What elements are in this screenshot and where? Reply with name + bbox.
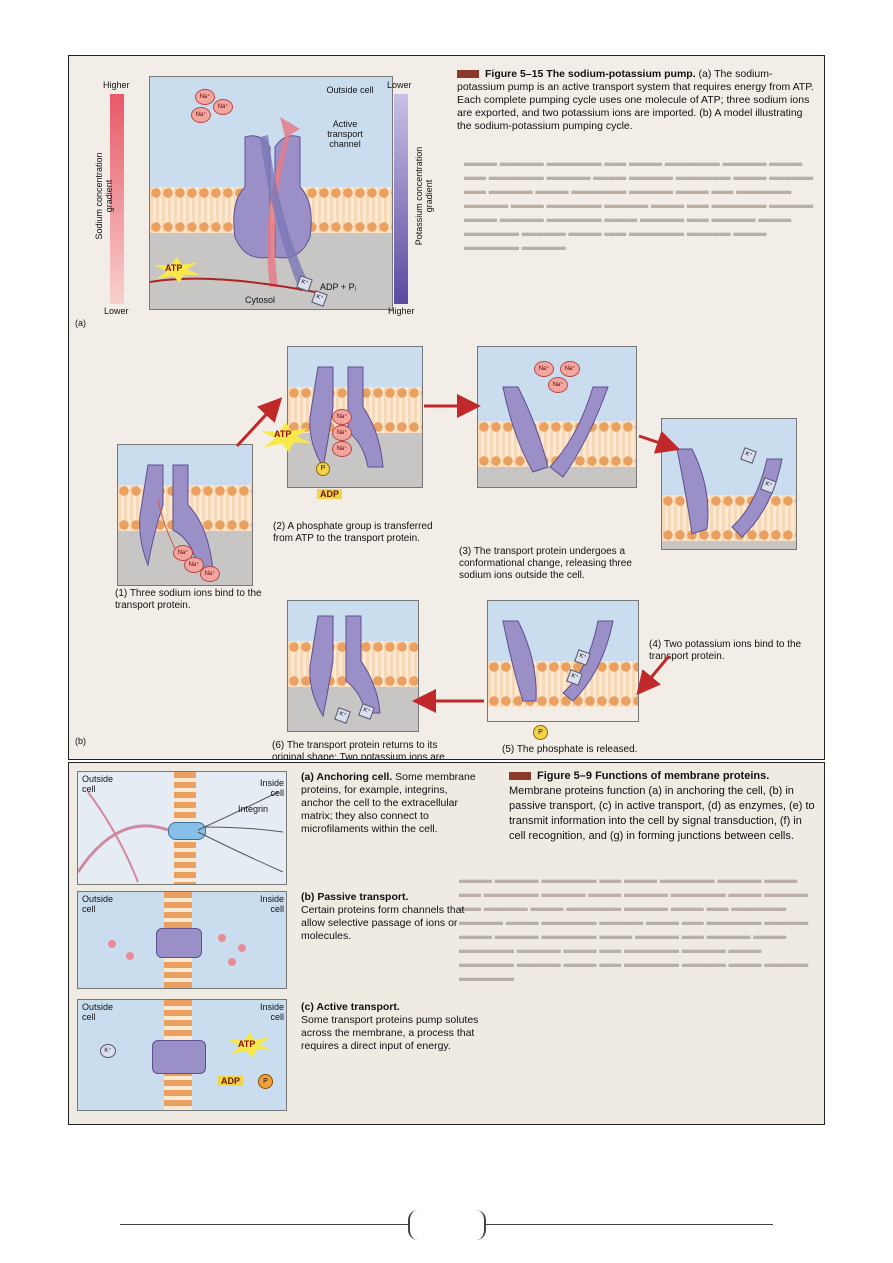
pump-protein xyxy=(152,1040,206,1074)
inside-cell-label: Inside cell xyxy=(248,894,284,914)
passive-transport-text: Certain proteins form channels that allo… xyxy=(301,904,464,942)
sodium-ion: Na⁺ xyxy=(560,361,580,377)
atp-label: ATP xyxy=(274,429,291,439)
step-3-caption: (3) The transport protein undergoes a co… xyxy=(459,546,634,582)
potassium-gradient-bar xyxy=(394,94,408,304)
sodium-ion: Na⁺ xyxy=(332,425,352,441)
ion xyxy=(108,940,116,948)
sodium-ion: Na⁺ xyxy=(548,377,568,393)
phosphate-circle: P xyxy=(258,1074,273,1089)
pump-scene: Na⁺ Na⁺ Na⁺ Outside cell Active transpor… xyxy=(149,76,393,310)
active-transport-title: (c) Active transport. xyxy=(301,1001,400,1013)
sodium-ion: Na⁺ xyxy=(213,99,233,115)
step-4-caption: (4) Two potassium ions bind to the trans… xyxy=(649,639,819,663)
inside-cell-label: Inside cell xyxy=(248,778,284,798)
ion xyxy=(218,934,226,942)
diagram-b: Na⁺ Na⁺ Na⁺ (1) Three sodium ions bind t… xyxy=(69,336,825,760)
figure-5-15-caption: Figure 5–15 The sodium-potassium pump. (… xyxy=(457,68,817,133)
step-3-protein xyxy=(478,347,636,487)
phosphate-circle: P xyxy=(316,462,330,476)
adp-pi-label: ADP + Pᵢ xyxy=(320,282,356,292)
outside-cell-label: Outside cell xyxy=(82,1002,122,1022)
step-5-scene: K⁺ K⁺ xyxy=(487,600,639,722)
sodium-ion: Na⁺ xyxy=(332,409,352,425)
passive-transport-title: (b) Passive transport. xyxy=(301,891,408,903)
step-2-protein xyxy=(288,347,422,487)
step-4-scene: K⁺ K⁺ xyxy=(661,418,797,550)
step-3-scene: Na⁺ Na⁺ Na⁺ xyxy=(477,346,637,488)
active-transport-caption: (c) Active transport. Some transport pro… xyxy=(301,1001,481,1053)
outside-cell-label: Outside cell xyxy=(82,774,122,794)
channel-protein xyxy=(156,928,202,958)
step-1-scene: Na⁺ Na⁺ Na⁺ xyxy=(117,444,253,586)
sodium-higher-label: Higher xyxy=(103,80,130,90)
active-transport-scene: Outside cell Inside cell K⁺ ATP ADP P xyxy=(77,999,287,1111)
sodium-gradient-label: Sodium concentration gradient xyxy=(94,141,114,251)
phosphate-circle: P xyxy=(533,725,548,740)
anchoring-caption: (a) Anchoring cell. Some membrane protei… xyxy=(301,771,481,836)
diagram-a: Higher Sodium concentration gradient Low… xyxy=(69,56,449,336)
potassium-lower-label: Lower xyxy=(387,80,412,90)
passive-transport-caption: (b) Passive transport. Certain proteins … xyxy=(301,891,481,943)
figure-5-15-title: Figure 5–15 The sodium-potassium pump. xyxy=(485,68,696,80)
step-2-scene: Na⁺ Na⁺ Na⁺ xyxy=(287,346,423,488)
potassium-gradient-label: Potassium concentration gradient xyxy=(414,141,434,251)
potassium-higher-label: Higher xyxy=(388,306,415,316)
inside-cell-label: Inside cell xyxy=(248,1002,284,1022)
ion xyxy=(228,958,236,966)
caption-marker xyxy=(457,70,479,78)
step-5-caption: (5) The phosphate is released. xyxy=(502,744,652,756)
figure-5-15-panel: ▬▬▬ ▬▬▬▬ ▬▬▬▬▬ ▬▬ ▬▬▬ ▬▬▬▬▬ ▬▬▬▬ ▬▬▬ ▬▬ … xyxy=(68,55,825,760)
footer-line-left xyxy=(120,1224,408,1225)
footer-line-right xyxy=(486,1224,773,1225)
panel-a-label: (a) xyxy=(75,318,86,328)
figure-5-9-caption: Figure 5–9 Functions of membrane protein… xyxy=(509,769,821,844)
adp-label: ADP xyxy=(317,489,342,499)
figure-5-9-title: Figure 5–9 Functions of membrane protein… xyxy=(537,770,769,782)
anchoring-title: (a) Anchoring cell. xyxy=(301,771,392,783)
adp-label: ADP xyxy=(218,1076,243,1086)
potassium-ion: K⁺ xyxy=(100,1044,116,1058)
step-6-scene: K⁺ K⁺ xyxy=(287,600,419,732)
ion xyxy=(126,952,134,960)
background-text: ▬▬▬ ▬▬▬▬ ▬▬▬▬▬ ▬▬ ▬▬▬ ▬▬▬▬▬ ▬▬▬▬ ▬▬▬ ▬▬ … xyxy=(459,873,819,1118)
figure-5-9-description: Membrane proteins function (a) in anchor… xyxy=(509,785,815,842)
cytosol-label: Cytosol xyxy=(245,295,275,305)
sodium-lower-label: Lower xyxy=(104,306,129,316)
sodium-ion: Na⁺ xyxy=(195,89,215,105)
active-transport-text: Some transport proteins pump solutes acr… xyxy=(301,1014,478,1052)
sodium-ion: Na⁺ xyxy=(200,566,220,582)
passive-transport-scene: Outside cell Inside cell xyxy=(77,891,287,989)
integrin-label: Integrin xyxy=(238,804,268,814)
outside-cell-label: Outside cell xyxy=(82,894,122,914)
step-5-protein xyxy=(488,601,638,721)
step-6-protein xyxy=(288,601,418,731)
step-1-caption: (1) Three sodium ions bind to the transp… xyxy=(115,588,265,612)
step-2-caption: (2) A phosphate group is transferred fro… xyxy=(273,521,453,545)
sodium-ion: Na⁺ xyxy=(534,361,554,377)
outside-cell-label: Outside cell xyxy=(320,85,380,95)
caption-marker xyxy=(509,772,531,780)
panel-b-label: (b) xyxy=(75,736,86,746)
atp-label: ATP xyxy=(165,263,182,273)
sodium-ion: Na⁺ xyxy=(332,441,352,457)
ion xyxy=(238,944,246,952)
atp-label: ATP xyxy=(238,1039,255,1049)
anchoring-scene: Outside cell Inside cell Integrin xyxy=(77,771,287,885)
figure-5-9-panel: ▬▬▬ ▬▬▬▬ ▬▬▬▬▬ ▬▬ ▬▬▬ ▬▬▬▬▬ ▬▬▬▬ ▬▬▬ ▬▬ … xyxy=(68,762,825,1125)
page-number-bracket xyxy=(408,1210,486,1240)
active-channel-label: Active transport channel xyxy=(315,119,375,149)
step-6-caption: (6) The transport protein returns to its… xyxy=(272,740,447,760)
sodium-ion: Na⁺ xyxy=(191,107,211,123)
